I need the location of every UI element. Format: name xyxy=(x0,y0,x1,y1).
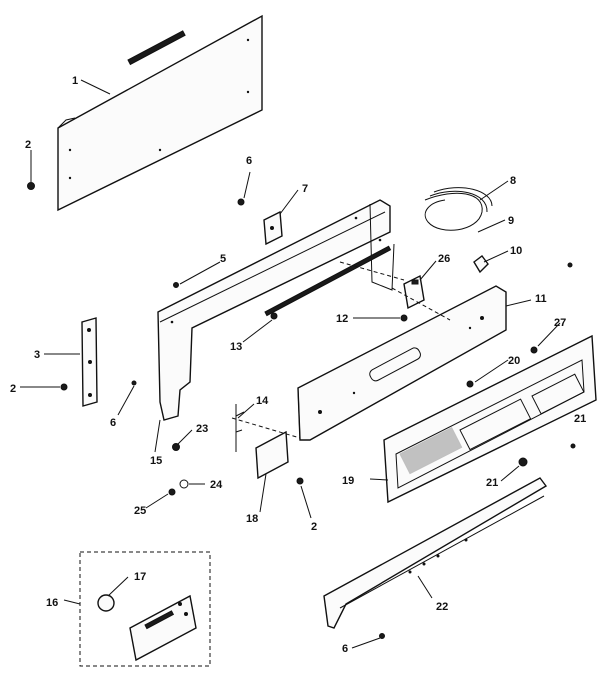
callout-2b: 2 xyxy=(10,383,16,395)
callout-9: 9 xyxy=(508,215,514,227)
screw-21b xyxy=(518,457,528,467)
front-panel xyxy=(383,334,597,504)
control-panel xyxy=(297,285,507,441)
callout-3: 3 xyxy=(34,349,40,361)
screw-20 xyxy=(466,380,474,388)
console-frame xyxy=(157,199,395,421)
callout-22: 22 xyxy=(436,601,448,613)
callout-20: 20 xyxy=(508,355,520,367)
screw-12 xyxy=(400,314,408,322)
callout-6c: 6 xyxy=(342,643,348,655)
callout-6b: 6 xyxy=(110,417,116,429)
callout-11: 11 xyxy=(535,293,547,305)
callout-2a: 2 xyxy=(25,139,31,151)
callout-labels: 1 2 2 2 3 5 6 6 6 7 8 9 10 11 12 13 14 1… xyxy=(10,75,586,655)
callout-7: 7 xyxy=(302,183,308,195)
callout-26: 26 xyxy=(438,253,450,265)
screw-2-upper xyxy=(27,182,35,190)
callout-1: 1 xyxy=(72,75,78,87)
screw-23 xyxy=(172,443,180,451)
switch xyxy=(263,210,283,246)
bracket-14 xyxy=(235,404,245,452)
screw-6a xyxy=(237,198,245,206)
callout-24: 24 xyxy=(210,479,223,491)
clip xyxy=(473,255,489,274)
callout-27: 27 xyxy=(554,317,566,329)
callout-21b: 21 xyxy=(486,477,498,489)
screw-13 xyxy=(270,312,278,320)
callout-16: 16 xyxy=(46,597,58,609)
rear-panel xyxy=(57,14,263,212)
wire-harness xyxy=(424,187,493,231)
callout-19: 19 xyxy=(342,475,354,487)
callout-18: 18 xyxy=(246,513,258,525)
grommet-25 xyxy=(168,488,176,496)
callout-21a: 21 xyxy=(574,413,586,425)
callout-6a: 6 xyxy=(246,155,252,167)
callout-12: 12 xyxy=(336,313,348,325)
callout-17: 17 xyxy=(134,571,146,583)
screw-5 xyxy=(173,282,179,288)
callout-8: 8 xyxy=(510,175,516,187)
callout-23: 23 xyxy=(196,423,208,435)
callout-25: 25 xyxy=(134,505,146,517)
grommet-24 xyxy=(179,479,189,489)
screw-6b xyxy=(131,380,137,386)
callout-5: 5 xyxy=(220,253,226,265)
callout-10: 10 xyxy=(510,245,522,257)
toe-kick xyxy=(323,477,548,629)
misc-dot xyxy=(567,262,573,268)
leader-lines xyxy=(20,79,561,649)
inset-box-16 xyxy=(79,551,211,667)
plate-18 xyxy=(255,430,289,480)
screw-27 xyxy=(530,346,538,354)
screw-6c xyxy=(379,633,385,639)
callout-14: 14 xyxy=(256,395,269,407)
callout-15: 15 xyxy=(150,455,162,467)
alignment-lines xyxy=(231,261,451,439)
relay xyxy=(403,274,425,310)
callout-13: 13 xyxy=(230,341,242,353)
screw-2-lower xyxy=(296,477,304,485)
screw-2-left xyxy=(60,383,68,391)
callout-2c: 2 xyxy=(311,521,317,533)
side-bracket xyxy=(81,317,98,407)
screw-21a xyxy=(570,443,576,449)
